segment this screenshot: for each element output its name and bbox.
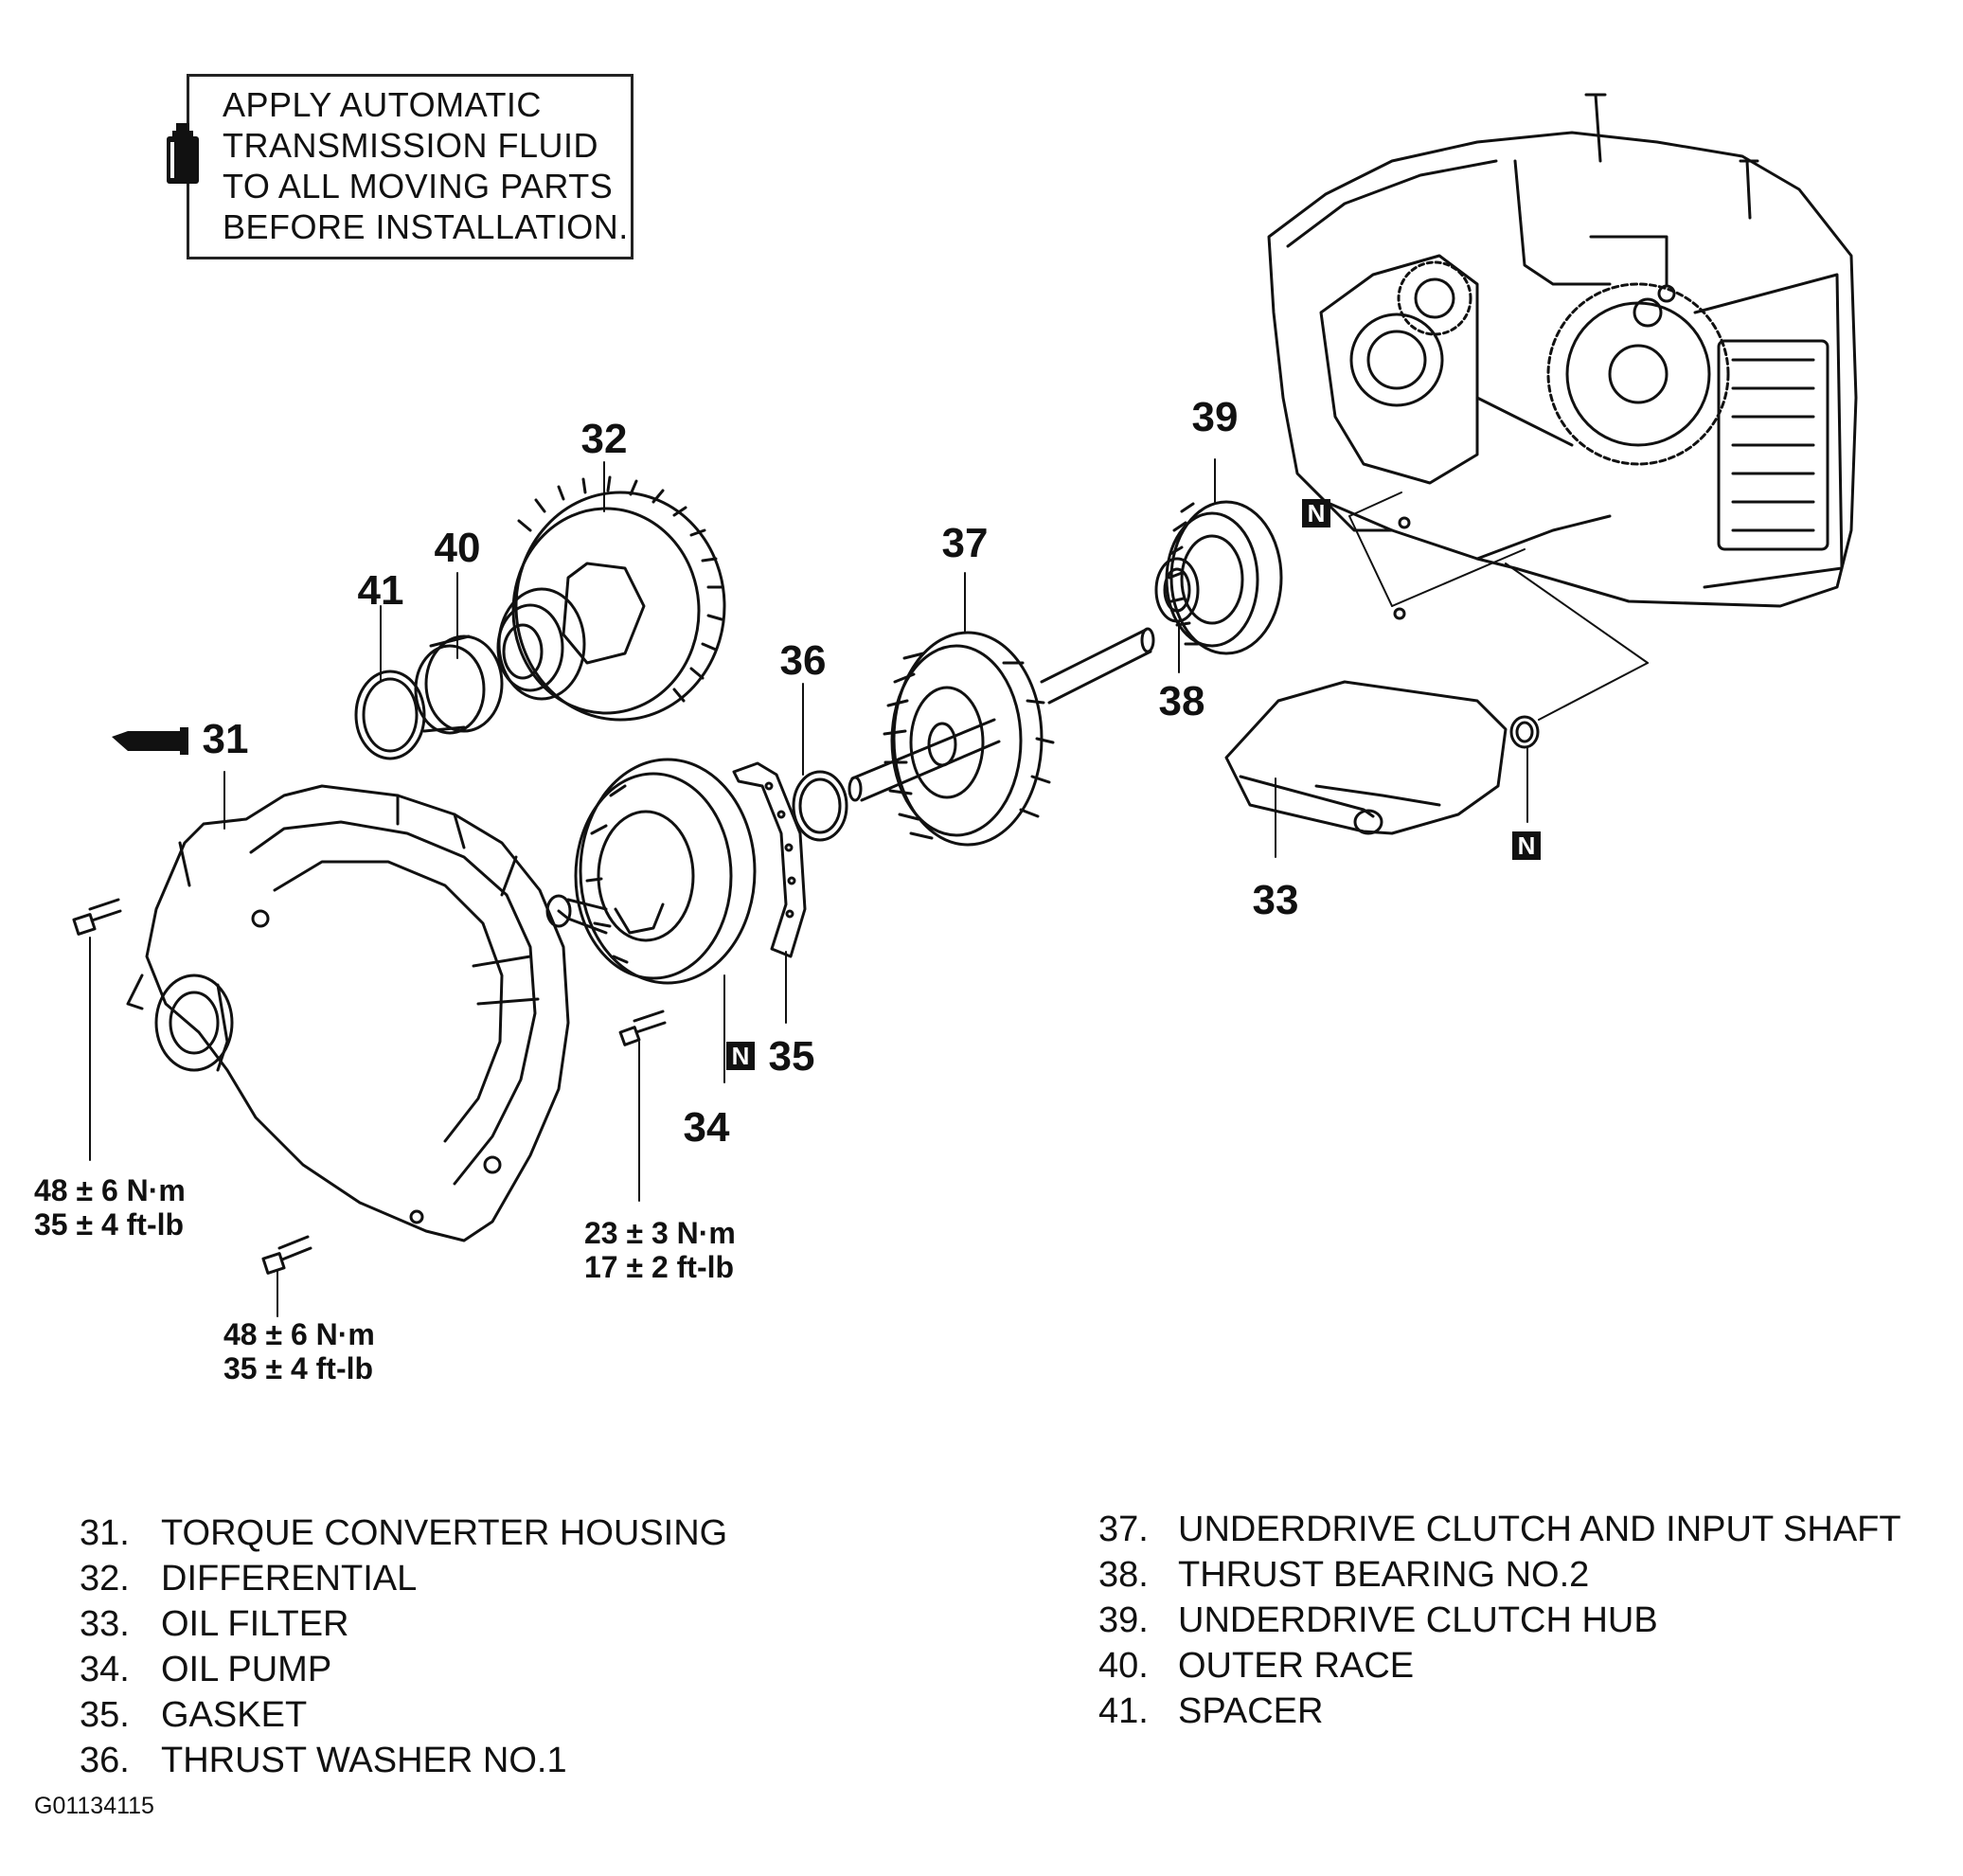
housing-bolt-left-drawing — [72, 898, 122, 936]
callout-39: 39 — [1192, 394, 1239, 440]
callout-37: 37 — [942, 520, 989, 566]
oil-pump-drawing — [545, 758, 757, 985]
n-badge-lower: N — [1512, 831, 1541, 860]
transmission-case-drawing — [1267, 93, 1858, 608]
torque-left-ftlb: 35 ± 4 ft-lb — [34, 1207, 184, 1242]
torque-converter-housing-drawing — [126, 784, 570, 1242]
note-line-1: APPLY AUTOMATIC — [223, 85, 542, 124]
callout-41: 41 — [358, 567, 404, 614]
torque-bottom-ftlb: 35 ± 4 ft-lb — [223, 1351, 373, 1385]
note-line-3: TO ALL MOVING PARTS — [223, 167, 614, 205]
pump-bolt-drawing — [618, 1009, 667, 1046]
callout-36: 36 — [780, 637, 827, 684]
figure-id: G01134115 — [34, 1793, 154, 1819]
note-line-4: BEFORE INSTALLATION. — [223, 207, 629, 246]
callout-32: 32 — [581, 416, 628, 462]
differential-drawing — [496, 475, 726, 722]
gasket-drawing — [732, 761, 807, 958]
housing-bolt-bottom-drawing — [261, 1235, 312, 1275]
torque-bottom-nm: 48 ± 6 N·m — [223, 1317, 375, 1351]
svg-text:N: N — [1518, 831, 1536, 860]
n-badge-upper: N — [1302, 499, 1330, 527]
callout-40: 40 — [435, 525, 481, 571]
spacer-drawing — [354, 670, 426, 760]
torque-pump-ftlb: 17 ± 2 ft-lb — [584, 1250, 734, 1284]
underdrive-clutch-hub-drawing — [1165, 500, 1283, 655]
callout-31: 31 — [203, 716, 249, 762]
callout-34: 34 — [684, 1104, 730, 1151]
torque-pump-nm: 23 ± 3 N·m — [584, 1216, 736, 1250]
n-badge-gasket: N — [726, 1042, 755, 1070]
svg-text:N: N — [1308, 499, 1326, 527]
o-ring-drawing — [1509, 715, 1540, 749]
sealant-tube-icon — [112, 727, 188, 755]
oil-filter-drawing — [1224, 680, 1508, 835]
torque-left-nm: 48 ± 6 N·m — [34, 1173, 186, 1207]
thrust-bearing-drawing — [1154, 557, 1200, 623]
underdrive-clutch-input-shaft-drawing — [848, 627, 1155, 847]
callout-33: 33 — [1253, 877, 1299, 923]
fluid-bottle-icon — [167, 123, 199, 184]
thrust-washer-drawing — [792, 770, 848, 842]
outer-race-drawing — [414, 634, 504, 735]
svg-text:N: N — [732, 1042, 750, 1070]
callout-35: 35 — [769, 1033, 815, 1080]
note-line-2: TRANSMISSION FLUID — [223, 126, 599, 165]
callout-38: 38 — [1159, 678, 1205, 724]
